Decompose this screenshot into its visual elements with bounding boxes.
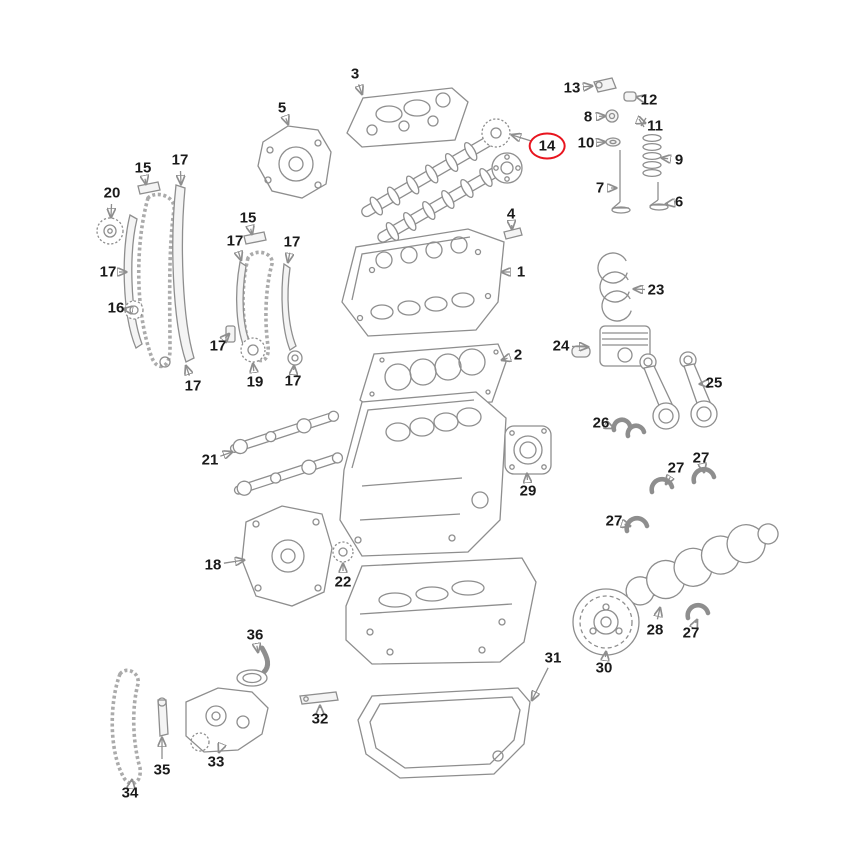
intake-valve	[611, 150, 631, 214]
leader-arrow	[223, 560, 244, 563]
oil-pickup	[236, 645, 271, 687]
leader-arrow	[251, 229, 252, 234]
leader-arrow	[220, 452, 232, 456]
leader-arrow	[288, 253, 290, 262]
leader-arrow	[502, 358, 508, 360]
valve-cap	[623, 91, 637, 102]
chain-guide	[281, 262, 297, 351]
valvetrain-parts	[593, 77, 669, 214]
camshaft-intake	[377, 152, 523, 243]
idler-gear	[332, 541, 354, 563]
leader-arrow-layer	[111, 84, 704, 782]
leader-arrow	[181, 170, 182, 184]
leader-arrow	[611, 427, 613, 428]
crankshaft	[625, 523, 779, 606]
engine-block	[339, 391, 507, 557]
front-cover	[241, 505, 333, 607]
spring-seat	[605, 137, 621, 147]
leader-arrow	[253, 364, 254, 371]
leader-arrow	[662, 158, 668, 159]
valve-cover	[346, 87, 469, 148]
rocker-arm	[593, 77, 617, 93]
crank-pulley	[572, 588, 640, 656]
vvt-sprocket	[96, 217, 124, 245]
oil-pump	[185, 687, 269, 753]
leader-arrow	[634, 289, 646, 290]
pan-bracket	[299, 691, 339, 705]
leader-arrow	[703, 469, 704, 472]
oil-pump-chain	[110, 668, 142, 786]
connecting-rods	[639, 351, 718, 430]
small-sprocket	[124, 300, 144, 320]
timing-chain-right	[225, 231, 303, 366]
chain-guide-top	[243, 231, 267, 245]
leader-arrow	[625, 524, 631, 526]
leader-arrow	[145, 179, 146, 184]
cylinder-head	[341, 228, 505, 337]
chain-guide-top	[137, 181, 161, 195]
leader-arrow	[111, 203, 112, 217]
timing-cover	[257, 125, 332, 199]
leader-arrow	[238, 252, 241, 261]
leader-arrow	[286, 118, 288, 124]
leader-arrow	[532, 667, 549, 700]
piston	[571, 325, 651, 367]
leader-arrow	[657, 608, 660, 620]
chain-tensioner-oilpump	[157, 697, 169, 737]
upper-oil-pan	[345, 557, 537, 665]
wrist-pin	[571, 345, 591, 358]
chain-guide	[172, 184, 195, 363]
leader-arrow	[257, 646, 258, 652]
piston-rings	[597, 252, 633, 322]
lifter	[605, 109, 619, 123]
leader-arrow	[186, 366, 189, 376]
valve-spring	[642, 133, 662, 178]
leader-arrow	[666, 477, 670, 484]
exhaust-valve	[648, 182, 669, 211]
rod-bearings	[611, 417, 647, 439]
leader-arrow	[225, 334, 229, 338]
leader-arrow	[696, 620, 697, 623]
rear-main-seal	[504, 425, 552, 475]
camshaft-flange	[491, 152, 523, 184]
bracket-small	[503, 227, 523, 240]
camshaft-exhaust	[361, 118, 511, 218]
leader-arrow	[359, 84, 362, 94]
leader-arrow	[583, 86, 592, 87]
leader-arrow	[571, 346, 588, 347]
chain-end-gear	[287, 350, 303, 366]
leader-arrow	[512, 135, 531, 141]
lower-oil-pan	[357, 687, 531, 779]
leader-arrow	[605, 652, 606, 657]
camshaft-sprocket	[481, 118, 511, 148]
balance-shafts	[229, 410, 344, 496]
chain-tensioner	[225, 325, 236, 343]
chain-sprocket	[240, 337, 266, 363]
